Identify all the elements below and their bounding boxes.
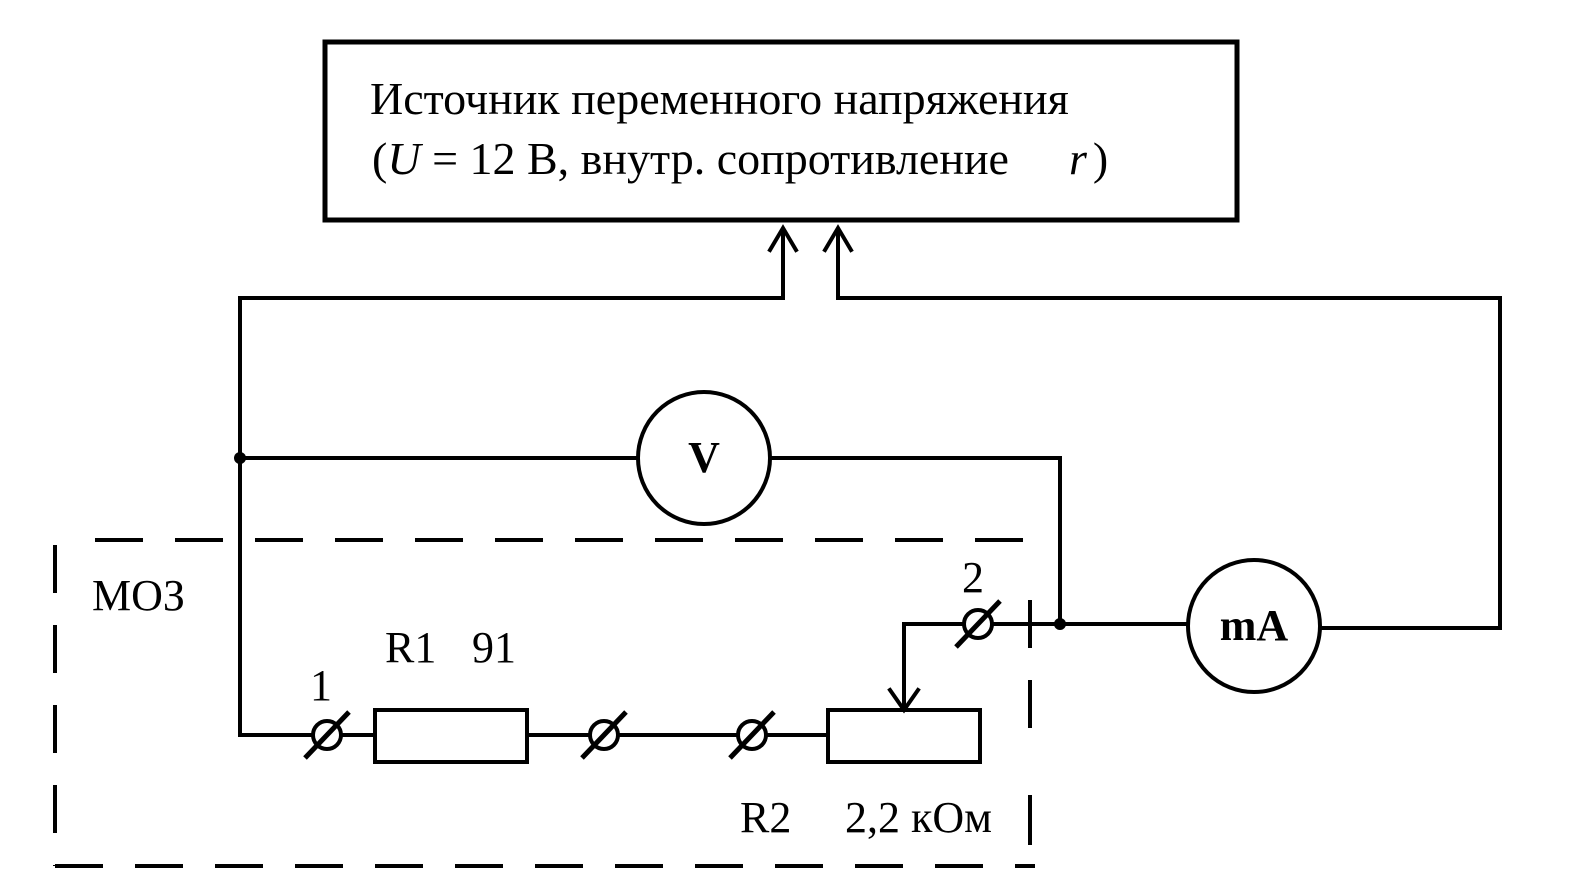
terminal-2-label: 2 bbox=[962, 553, 984, 602]
source-paren-open: ( bbox=[372, 133, 387, 184]
resistor-r2 bbox=[826, 708, 982, 764]
module-name: МОЗ bbox=[92, 571, 185, 620]
r2-wiper-wire bbox=[902, 622, 966, 707]
source-paren-close: ) bbox=[1093, 133, 1108, 184]
voltage-source-box bbox=[322, 39, 1240, 223]
r1-name: R1 bbox=[385, 623, 436, 672]
source-params-text: = 12 В, внутр. сопротивление bbox=[421, 133, 1009, 184]
terminal-1-label: 1 bbox=[310, 661, 332, 710]
r1-value: 91 bbox=[472, 623, 516, 672]
right-source-lead bbox=[836, 230, 1502, 630]
left-bus-wire bbox=[238, 458, 312, 737]
left-lead-arrow-icon bbox=[767, 224, 799, 253]
terminal-1-slash bbox=[303, 710, 351, 760]
source-title: Источник переменного напряжения bbox=[370, 73, 1069, 124]
milliammeter-label: mA bbox=[1220, 601, 1289, 650]
source-U-symbol: U bbox=[387, 133, 423, 184]
resistor-r1 bbox=[373, 708, 529, 764]
voltmeter-right-wire bbox=[768, 456, 1062, 626]
right-lead-arrow-icon bbox=[822, 224, 854, 253]
terminal-mid-a-slash bbox=[580, 710, 628, 760]
r2-wiper-arrow-icon bbox=[887, 687, 921, 714]
source-params: (U = 12 В, внутр. сопротивление r) bbox=[372, 133, 1108, 184]
terminal-2-slash bbox=[954, 599, 1002, 649]
terminal-mid-b-slash bbox=[728, 710, 776, 760]
source-r-symbol: r bbox=[1069, 133, 1088, 184]
milliammeter bbox=[1186, 558, 1322, 694]
left-source-lead bbox=[238, 230, 785, 462]
r2-name: R2 bbox=[740, 793, 791, 842]
voltmeter-label: V bbox=[688, 433, 720, 482]
r2-value: 2,2 кОм bbox=[845, 793, 992, 842]
